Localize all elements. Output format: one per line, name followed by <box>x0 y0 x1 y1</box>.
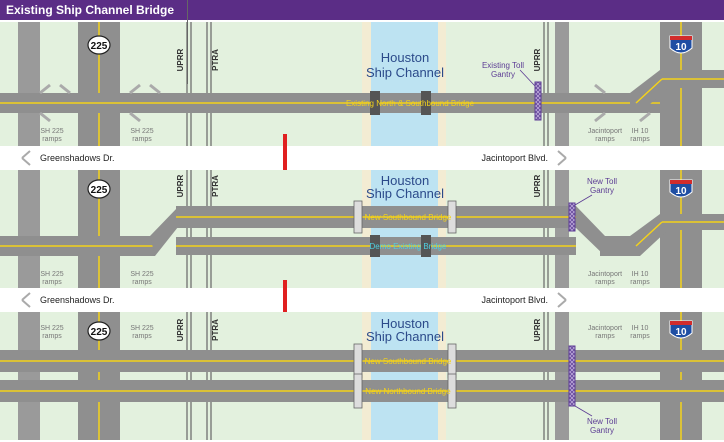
ih10-ramp-connector <box>630 70 724 113</box>
vertical-road-left <box>18 22 40 146</box>
new-southbound-label: New Southbound Bridge <box>365 213 452 222</box>
ih10-ramps-label: IH 10 <box>632 271 649 278</box>
new-southbound-label: New Southbound Bridge <box>365 357 452 366</box>
channel-label-line2: Ship Channel <box>366 329 444 344</box>
new-toll-gantry <box>568 202 576 232</box>
sh225-ramps-label: SH 225 <box>40 325 63 332</box>
rail-uprr-west <box>186 0 192 146</box>
header-bar: Existing Ship Channel Bridge <box>0 0 724 20</box>
channel-label-line2: Ship Channel <box>366 65 444 80</box>
channel-label-line1: Houston <box>381 316 429 331</box>
uprr-label-west: UPRR <box>176 48 185 71</box>
ih10-ramps-label: ramps <box>630 333 650 340</box>
sh225-ramps-label: ramps <box>42 136 62 143</box>
interstate-shield-text: 10 <box>675 327 687 338</box>
rail-ptra <box>206 22 212 146</box>
header-title: Existing Ship Channel Bridge <box>6 3 175 17</box>
cross-street-strip-2: Greenshadows Dr. Jacintoport Blvd. <box>0 290 724 310</box>
ih10-ramps-label: IH 10 <box>632 128 649 135</box>
ship-channel-water <box>371 170 438 288</box>
sh225-shield-text: 225 <box>91 185 108 196</box>
new-gantry-label: Gantry <box>590 186 614 195</box>
jacintoport-ramps-label: Jacintoport <box>588 325 622 332</box>
sh225-ramps-label: SH 225 <box>130 325 153 332</box>
rail-uprr-east <box>543 22 549 146</box>
sh225-ramps-label: SH 225 <box>130 271 153 278</box>
uprr-label-east: UPRR <box>533 48 542 71</box>
interstate-shield-icon: 10 <box>669 320 693 339</box>
uprr-label-west: UPRR <box>176 174 185 197</box>
interstate-shield-text: 10 <box>675 42 687 53</box>
demo-existing-label: Demo Existing Bridge <box>370 242 447 251</box>
ramp-chevrons <box>39 83 651 123</box>
new-gantry-label: New Toll <box>587 417 617 426</box>
channel-label-line1: Houston <box>381 173 429 188</box>
ih10-ramps-label: IH 10 <box>632 325 649 332</box>
channel-label-line2: Ship Channel <box>366 186 444 201</box>
sh225-shield-text: 225 <box>91 327 108 338</box>
existing-toll-gantry <box>534 81 542 121</box>
ih10-ramps-label: ramps <box>630 136 650 143</box>
greenshadows-label: Greenshadows Dr. <box>40 153 115 163</box>
jacintoport-ramps-label: ramps <box>595 333 615 340</box>
jacintoport-ramps-label: ramps <box>595 279 615 286</box>
panel-interim: 225 10 UPRR PTRA UPRR Houston Ship Chann… <box>0 170 724 288</box>
vertical-road-right <box>555 22 569 146</box>
sh225-ramps-label: ramps <box>132 279 152 286</box>
sh225-ramps-label: ramps <box>42 333 62 340</box>
bridge-pier-east <box>421 91 431 115</box>
interstate-shield-icon: 10 <box>669 179 693 198</box>
ptra-label: PTRA <box>211 319 220 341</box>
jacintoport-ramps-label: Jacintoport <box>588 271 622 278</box>
sh225-ramps-label: ramps <box>42 279 62 286</box>
jacintoport-ramps-label: ramps <box>595 136 615 143</box>
jacintoport-ramps-label: Jacintoport <box>588 128 622 135</box>
ptra-label: PTRA <box>211 175 220 197</box>
interstate-shield-text: 10 <box>675 186 687 197</box>
sh225-shield-icon: 225 <box>87 35 111 55</box>
channel-label-line1: Houston <box>381 50 429 65</box>
new-northbound-label: New Northbound Bridge <box>365 387 451 396</box>
ship-channel-water <box>371 312 438 440</box>
uprr-label-east: UPRR <box>533 174 542 197</box>
uprr-label-west: UPRR <box>176 318 185 341</box>
new-gantry-label: New Toll <box>587 177 617 186</box>
new-toll-gantry <box>568 345 576 407</box>
bridge-pier-west <box>370 91 380 115</box>
existing-gantry-label: Gantry <box>491 70 515 79</box>
interstate-shield-icon: 10 <box>669 35 693 54</box>
sh225-ramps-label: SH 225 <box>40 128 63 135</box>
ship-channel-water <box>371 22 438 146</box>
existing-gantry-label: Existing Toll <box>482 61 524 70</box>
sh225-ramps-label: SH 225 <box>130 128 153 135</box>
sh225-shield-icon: 225 <box>87 179 111 199</box>
existing-bridge-label: Existing North & Southbound Bridge <box>346 99 475 108</box>
new-gantry-label: Gantry <box>590 426 614 435</box>
jacintoport-label: Jacintoport Blvd. <box>481 295 548 305</box>
sh225-ramps-label: ramps <box>132 333 152 340</box>
panel-existing: 225 10 UPRR PTRA UPRR Houston Ship Chann… <box>0 0 724 146</box>
sh225-ramps-label: ramps <box>132 136 152 143</box>
cross-street-strip-1: Greenshadows Dr. Jacintoport Blvd. <box>0 148 724 168</box>
ih10-ramps-label: ramps <box>630 279 650 286</box>
ptra-label: PTRA <box>211 49 220 71</box>
greenshadows-label: Greenshadows Dr. <box>40 295 115 305</box>
sh225-shield-icon: 225 <box>87 321 111 341</box>
jacintoport-label: Jacintoport Blvd. <box>481 153 548 163</box>
uprr-label-east: UPRR <box>533 318 542 341</box>
sh225-shield-text: 225 <box>91 41 108 52</box>
sh225-ramps-label: SH 225 <box>40 271 63 278</box>
panel-final: 225 10 UPRR PTRA UPRR Houston Ship Chann… <box>0 312 724 440</box>
